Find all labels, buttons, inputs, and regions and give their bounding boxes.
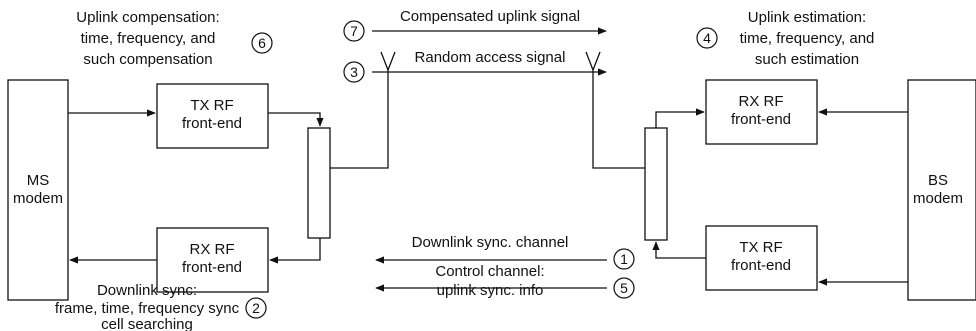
antenna-left-icon <box>380 51 396 71</box>
uplink-compensation-note: Uplink compensation: time, frequency, an… <box>76 9 273 68</box>
uplink-estimation-note: Uplink estimation: 4 time, frequency, an… <box>696 9 875 68</box>
svg-text:Random access signal: Random access signal <box>415 49 566 66</box>
svg-text:front-end: front-end <box>731 257 791 274</box>
svg-text:time, frequency, and: time, frequency, and <box>81 30 216 47</box>
tx-rf-left-block: TX RF front-end <box>156 83 269 149</box>
antenna-right-to-duplexer <box>592 70 645 169</box>
bs-modem-block: BS modem <box>907 79 976 301</box>
svg-text:1: 1 <box>620 251 628 267</box>
duplexer-left <box>307 127 331 239</box>
svg-text:Uplink estimation:: Uplink estimation: <box>748 9 866 26</box>
control-channel-signal: Control channel: uplink sync. info 5 <box>375 263 635 299</box>
duplexer-to-antenna-left <box>330 70 389 169</box>
svg-text:7: 7 <box>350 23 358 39</box>
svg-text:TX RF: TX RF <box>739 239 782 256</box>
svg-text:Uplink compensation:: Uplink compensation: <box>76 9 219 26</box>
svg-text:TX RF: TX RF <box>190 97 233 114</box>
ms-modem-block: MS modem <box>7 79 69 301</box>
svg-text:modem: modem <box>913 190 963 207</box>
rx-rf-left-block: RX RF front-end <box>156 227 269 293</box>
svg-text:RX RF: RX RF <box>739 93 784 110</box>
svg-text:cell searching: cell searching <box>101 316 193 331</box>
rx-rf-right-block: RX RF front-end <box>705 79 818 145</box>
duplexer-to-rx-arrow <box>269 238 321 264</box>
svg-text:6: 6 <box>258 35 266 51</box>
svg-text:uplink sync. info: uplink sync. info <box>437 282 544 299</box>
svg-text:time, frequency, and: time, frequency, and <box>740 30 875 47</box>
downlink-sync-channel: Downlink sync. channel 1 <box>375 234 635 270</box>
svg-text:4: 4 <box>703 30 711 46</box>
tx-to-duplexer-right-arrow <box>652 241 706 259</box>
compensated-uplink-signal: Compensated uplink signal 7 <box>343 8 607 42</box>
svg-text:BS: BS <box>928 172 948 189</box>
tx-rf-right-block: TX RF front-end <box>705 225 818 291</box>
svg-text:front-end: front-end <box>731 111 791 128</box>
svg-text:Control channel:: Control channel: <box>435 263 544 280</box>
svg-text:such compensation: such compensation <box>83 51 212 68</box>
svg-text:3: 3 <box>350 64 358 80</box>
svg-text:Compensated uplink signal: Compensated uplink signal <box>400 8 580 25</box>
svg-text:RX RF: RX RF <box>190 241 235 258</box>
duplexer-to-rx-right-arrow <box>655 108 705 128</box>
svg-text:Downlink sync. channel: Downlink sync. channel <box>412 234 569 251</box>
svg-text:modem: modem <box>13 190 63 207</box>
random-access-signal: Random access signal 3 <box>343 49 607 83</box>
tx-to-duplexer-arrow <box>268 112 324 127</box>
antenna-right-icon <box>585 51 601 71</box>
svg-text:2: 2 <box>252 300 260 316</box>
duplexer-right <box>644 127 668 241</box>
svg-text:Downlink sync:: Downlink sync: <box>97 282 197 299</box>
svg-text:frame, time, frequency sync: frame, time, frequency sync <box>55 300 240 317</box>
svg-text:5: 5 <box>620 280 628 296</box>
svg-text:front-end: front-end <box>182 115 242 132</box>
svg-text:such estimation: such estimation <box>755 51 859 68</box>
svg-text:MS: MS <box>27 172 50 189</box>
downlink-sync-note: Downlink sync: frame, time, frequency sy… <box>55 282 267 331</box>
svg-text:front-end: front-end <box>182 259 242 276</box>
